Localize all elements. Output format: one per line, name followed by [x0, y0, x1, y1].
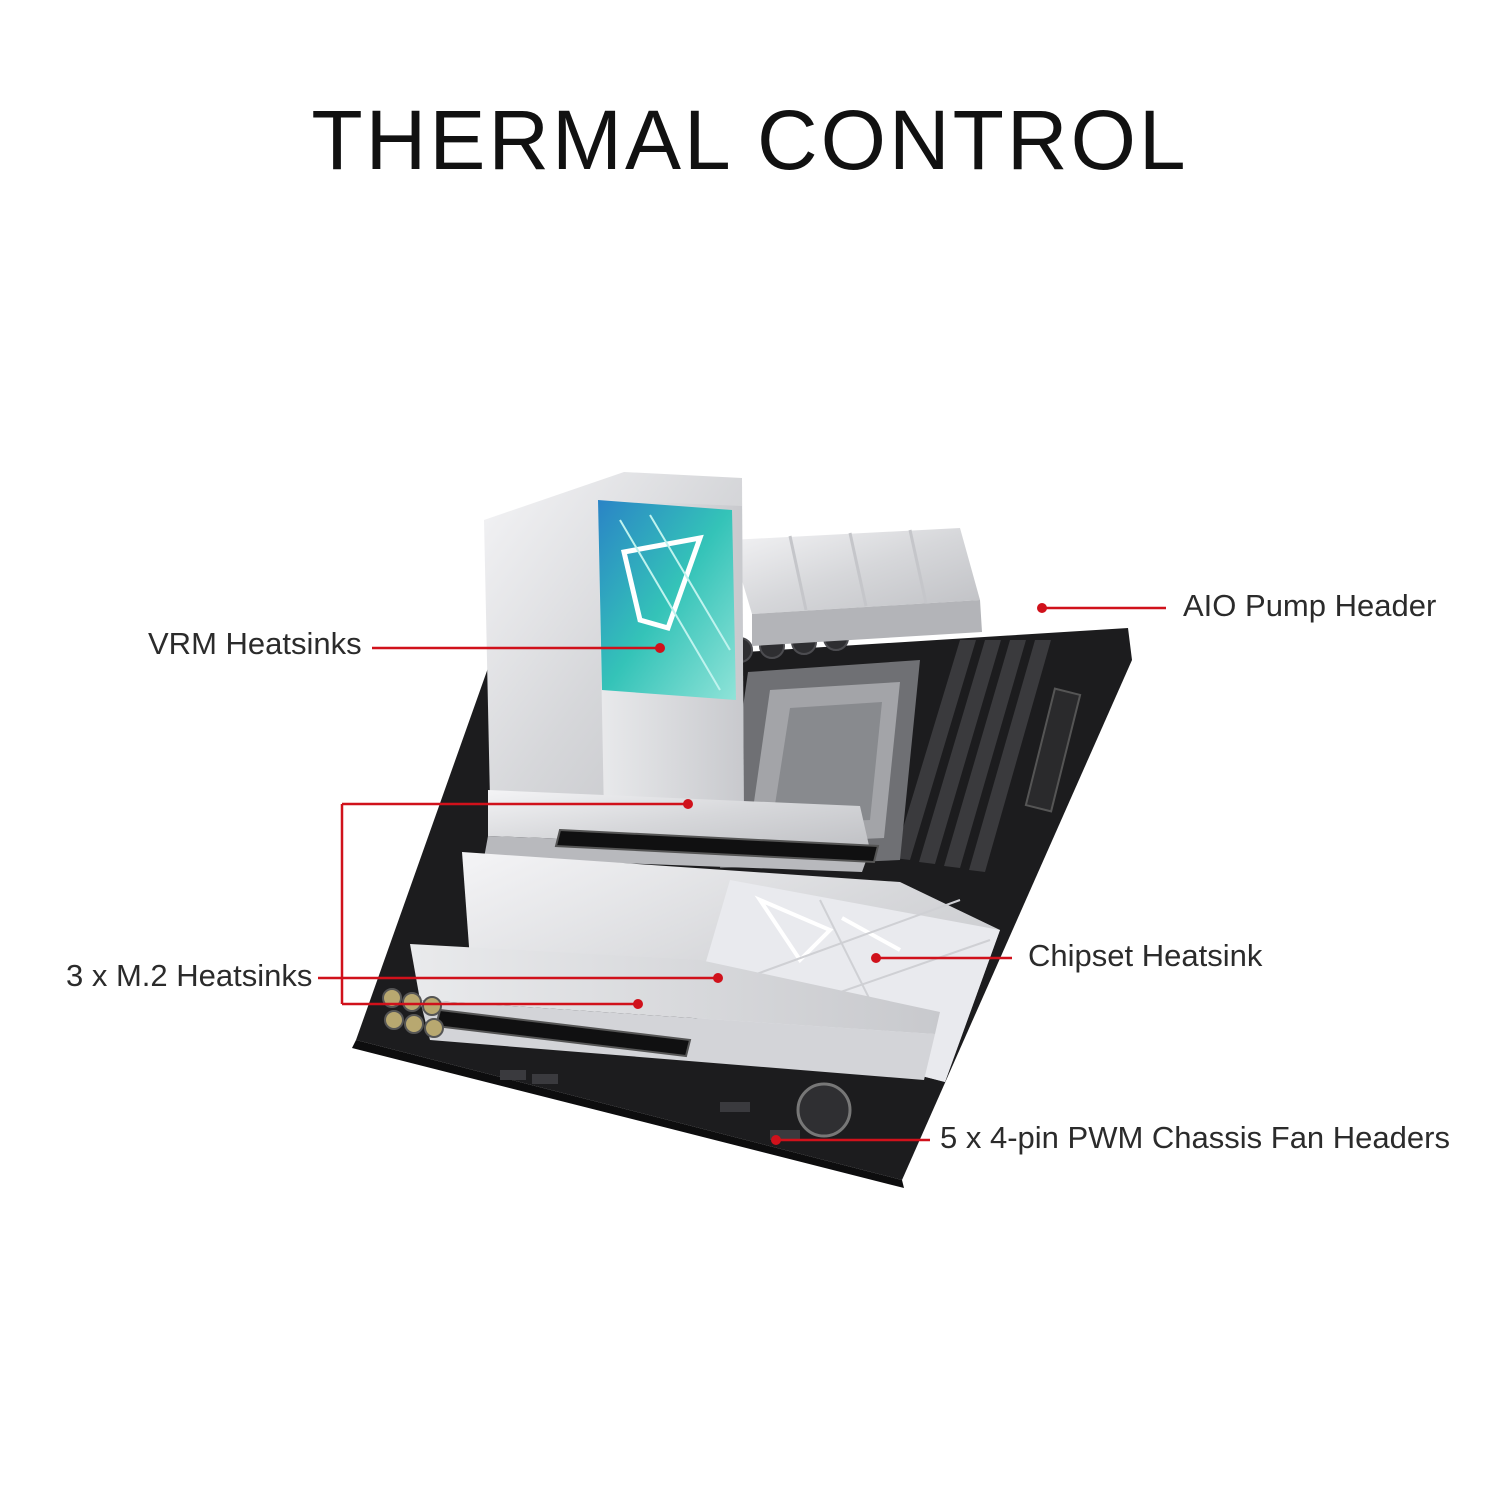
audio-capacitors — [382, 988, 444, 1038]
cmos-battery — [796, 1082, 852, 1138]
top-vrm-heatsink — [730, 528, 982, 646]
pcie-slot — [554, 828, 880, 864]
ram-slots — [894, 640, 1051, 872]
callout-lines — [318, 606, 1166, 1142]
chassis-fan-headers-label: 5 x 4-pin PWM Chassis Fan Headers — [940, 1120, 1450, 1155]
m2-callout-line — [318, 802, 718, 1006]
m2-heatsinks-label: 3 x M.2 Heatsinks — [66, 958, 313, 993]
callout-dots — [633, 603, 1047, 1145]
aio-pump-header-label: AIO Pump Header — [1183, 588, 1437, 623]
atx-power-connector — [1024, 687, 1082, 813]
pcb-edge — [352, 1040, 904, 1188]
bottom-headers — [500, 1070, 800, 1140]
page-title: THERMAL CONTROL — [311, 93, 1189, 187]
io-shroud-vrm-heatsink — [484, 472, 744, 840]
vrm-heatsinks-label: VRM Heatsinks — [148, 626, 362, 661]
chipset-heatsink-label: Chipset Heatsink — [1028, 938, 1263, 973]
